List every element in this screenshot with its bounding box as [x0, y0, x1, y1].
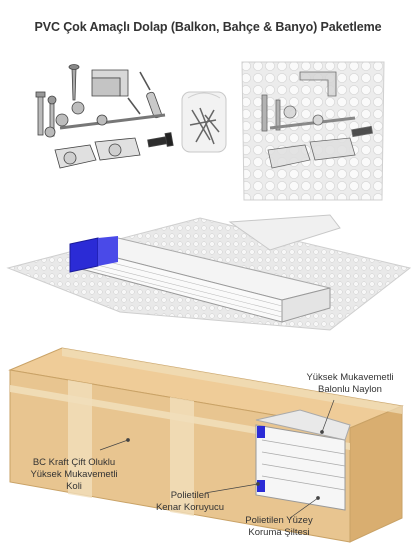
kraft-box-label-line1: BC Kraft Çift Oluklu — [32, 457, 116, 468]
bubble-nylon-label-line2: Balonlu Naylon — [318, 384, 382, 395]
edge-protector-label: Polietilen Kenar Koruyucu — [140, 490, 240, 514]
cardboard-box — [8, 347, 404, 543]
page-title: PVC Çok Amaçlı Dolap (Balkon, Bahçe & Ba… — [34, 20, 382, 34]
edge-protector-label-line2: Kenar Koruyucu — [155, 502, 225, 513]
kraft-box-label: BC Kraft Çift Oluklu Yüksek Mukavemetli … — [10, 457, 138, 493]
hardware-parts-icon — [35, 64, 174, 169]
surface-mat-label: Polietilen Yüzey Koruma Şiltesi — [224, 515, 334, 539]
edge-protector-label-line1: Polietilen — [170, 490, 210, 501]
bubble-wrap-panels — [6, 214, 412, 331]
surface-mat-label-line2: Koruma Şiltesi — [248, 527, 310, 538]
kraft-box-label-line2: Yüksek Mukavemetli — [30, 469, 118, 480]
bubble-nylon-label-line1: Yüksek Mukavemetli — [306, 372, 394, 383]
bubble-wrapped-parts-icon — [241, 61, 385, 201]
surface-mat-label-line1: Polietilen Yüzey — [245, 515, 313, 526]
screws-bag-icon — [181, 91, 227, 153]
kraft-box-label-line3: Koli — [66, 481, 82, 492]
bubble-nylon-label: Yüksek Mukavemetli Balonlu Naylon — [290, 372, 410, 396]
